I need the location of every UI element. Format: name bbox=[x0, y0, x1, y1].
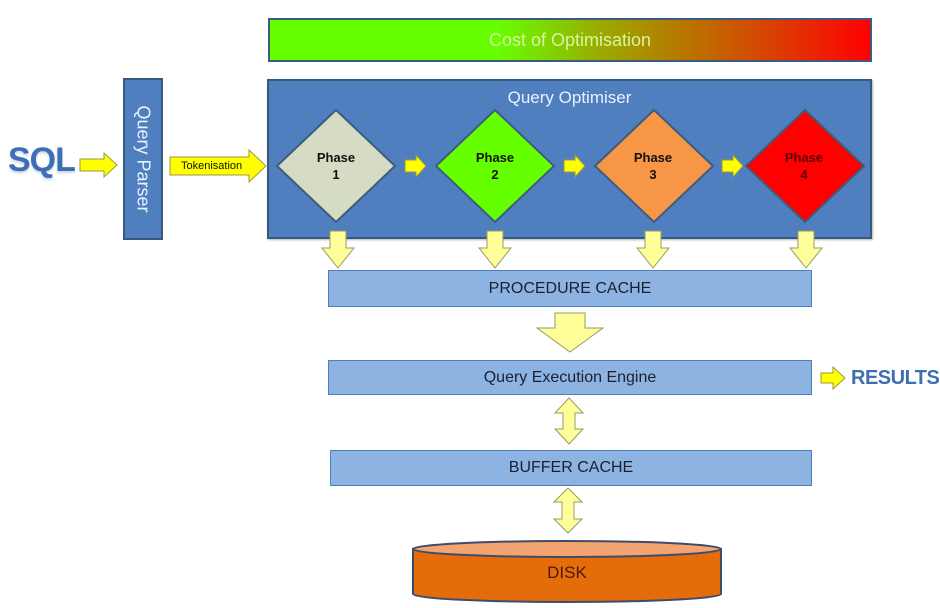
query-parser-box: Query Parser bbox=[123, 78, 163, 240]
tokenisation-label: Tokenisation bbox=[181, 160, 243, 172]
execution-buffer-double-arrow bbox=[553, 397, 585, 445]
results-label: RESULTS bbox=[851, 367, 940, 389]
phase-4-title: Phase bbox=[784, 150, 824, 165]
procedure-cache-box: PROCEDURE CACHE bbox=[328, 270, 812, 307]
cost-of-optimisation-label: Cost of Optimisation bbox=[488, 29, 652, 50]
sql-input-label: SQL bbox=[8, 141, 76, 179]
query-execution-engine-label: Query Execution Engine bbox=[483, 368, 657, 386]
tokenisation-arrow bbox=[169, 148, 267, 184]
disk-body bbox=[412, 548, 722, 603]
phase-2-label: Phase 2 bbox=[455, 149, 535, 183]
query-optimiser-title: Query Optimiser bbox=[507, 88, 632, 107]
phase-4-diamond bbox=[744, 108, 866, 224]
procedure-cache-label: PROCEDURE CACHE bbox=[488, 279, 652, 297]
phase-1-diamond bbox=[275, 108, 397, 224]
buffer-cache-box: BUFFER CACHE bbox=[330, 450, 812, 486]
cost-of-optimisation-bar: Cost of Optimisation bbox=[268, 18, 872, 62]
phase-2-to-3-arrow bbox=[563, 153, 586, 179]
phase-3-label: Phase 3 bbox=[613, 149, 693, 183]
phase-4-number: 4 bbox=[800, 167, 808, 182]
phase-2-title: Phase bbox=[475, 150, 515, 165]
phase-1-to-2-arrow bbox=[404, 153, 427, 179]
phase-3-diamond bbox=[593, 108, 715, 224]
phase-1-title: Phase bbox=[316, 150, 356, 165]
phase-1-down-arrow bbox=[320, 230, 356, 269]
disk-label: DISK bbox=[547, 563, 587, 582]
phase-3-down-arrow bbox=[635, 230, 671, 269]
phase-4-down-arrow bbox=[788, 230, 824, 269]
phase-3-title: Phase bbox=[633, 150, 673, 165]
sql-to-parser-arrow bbox=[79, 151, 118, 179]
phase-3-number: 3 bbox=[649, 167, 657, 182]
buffer-disk-double-arrow bbox=[552, 487, 584, 534]
phase-3-to-4-arrow bbox=[721, 153, 744, 179]
procedure-to-execution-arrow bbox=[535, 312, 605, 353]
phase-2-down-arrow bbox=[477, 230, 513, 269]
disk-cylinder bbox=[412, 540, 722, 603]
query-execution-engine-box: Query Execution Engine bbox=[328, 360, 812, 395]
disk-top bbox=[412, 540, 722, 558]
phase-1-number: 1 bbox=[332, 167, 340, 182]
phase-2-number: 2 bbox=[491, 167, 499, 182]
phase-2-diamond bbox=[434, 108, 556, 224]
phase-4-label: Phase 4 bbox=[764, 149, 844, 183]
buffer-cache-label: BUFFER CACHE bbox=[508, 459, 634, 476]
phase-1-label: Phase 1 bbox=[296, 149, 376, 183]
execution-to-results-arrow bbox=[820, 365, 846, 391]
